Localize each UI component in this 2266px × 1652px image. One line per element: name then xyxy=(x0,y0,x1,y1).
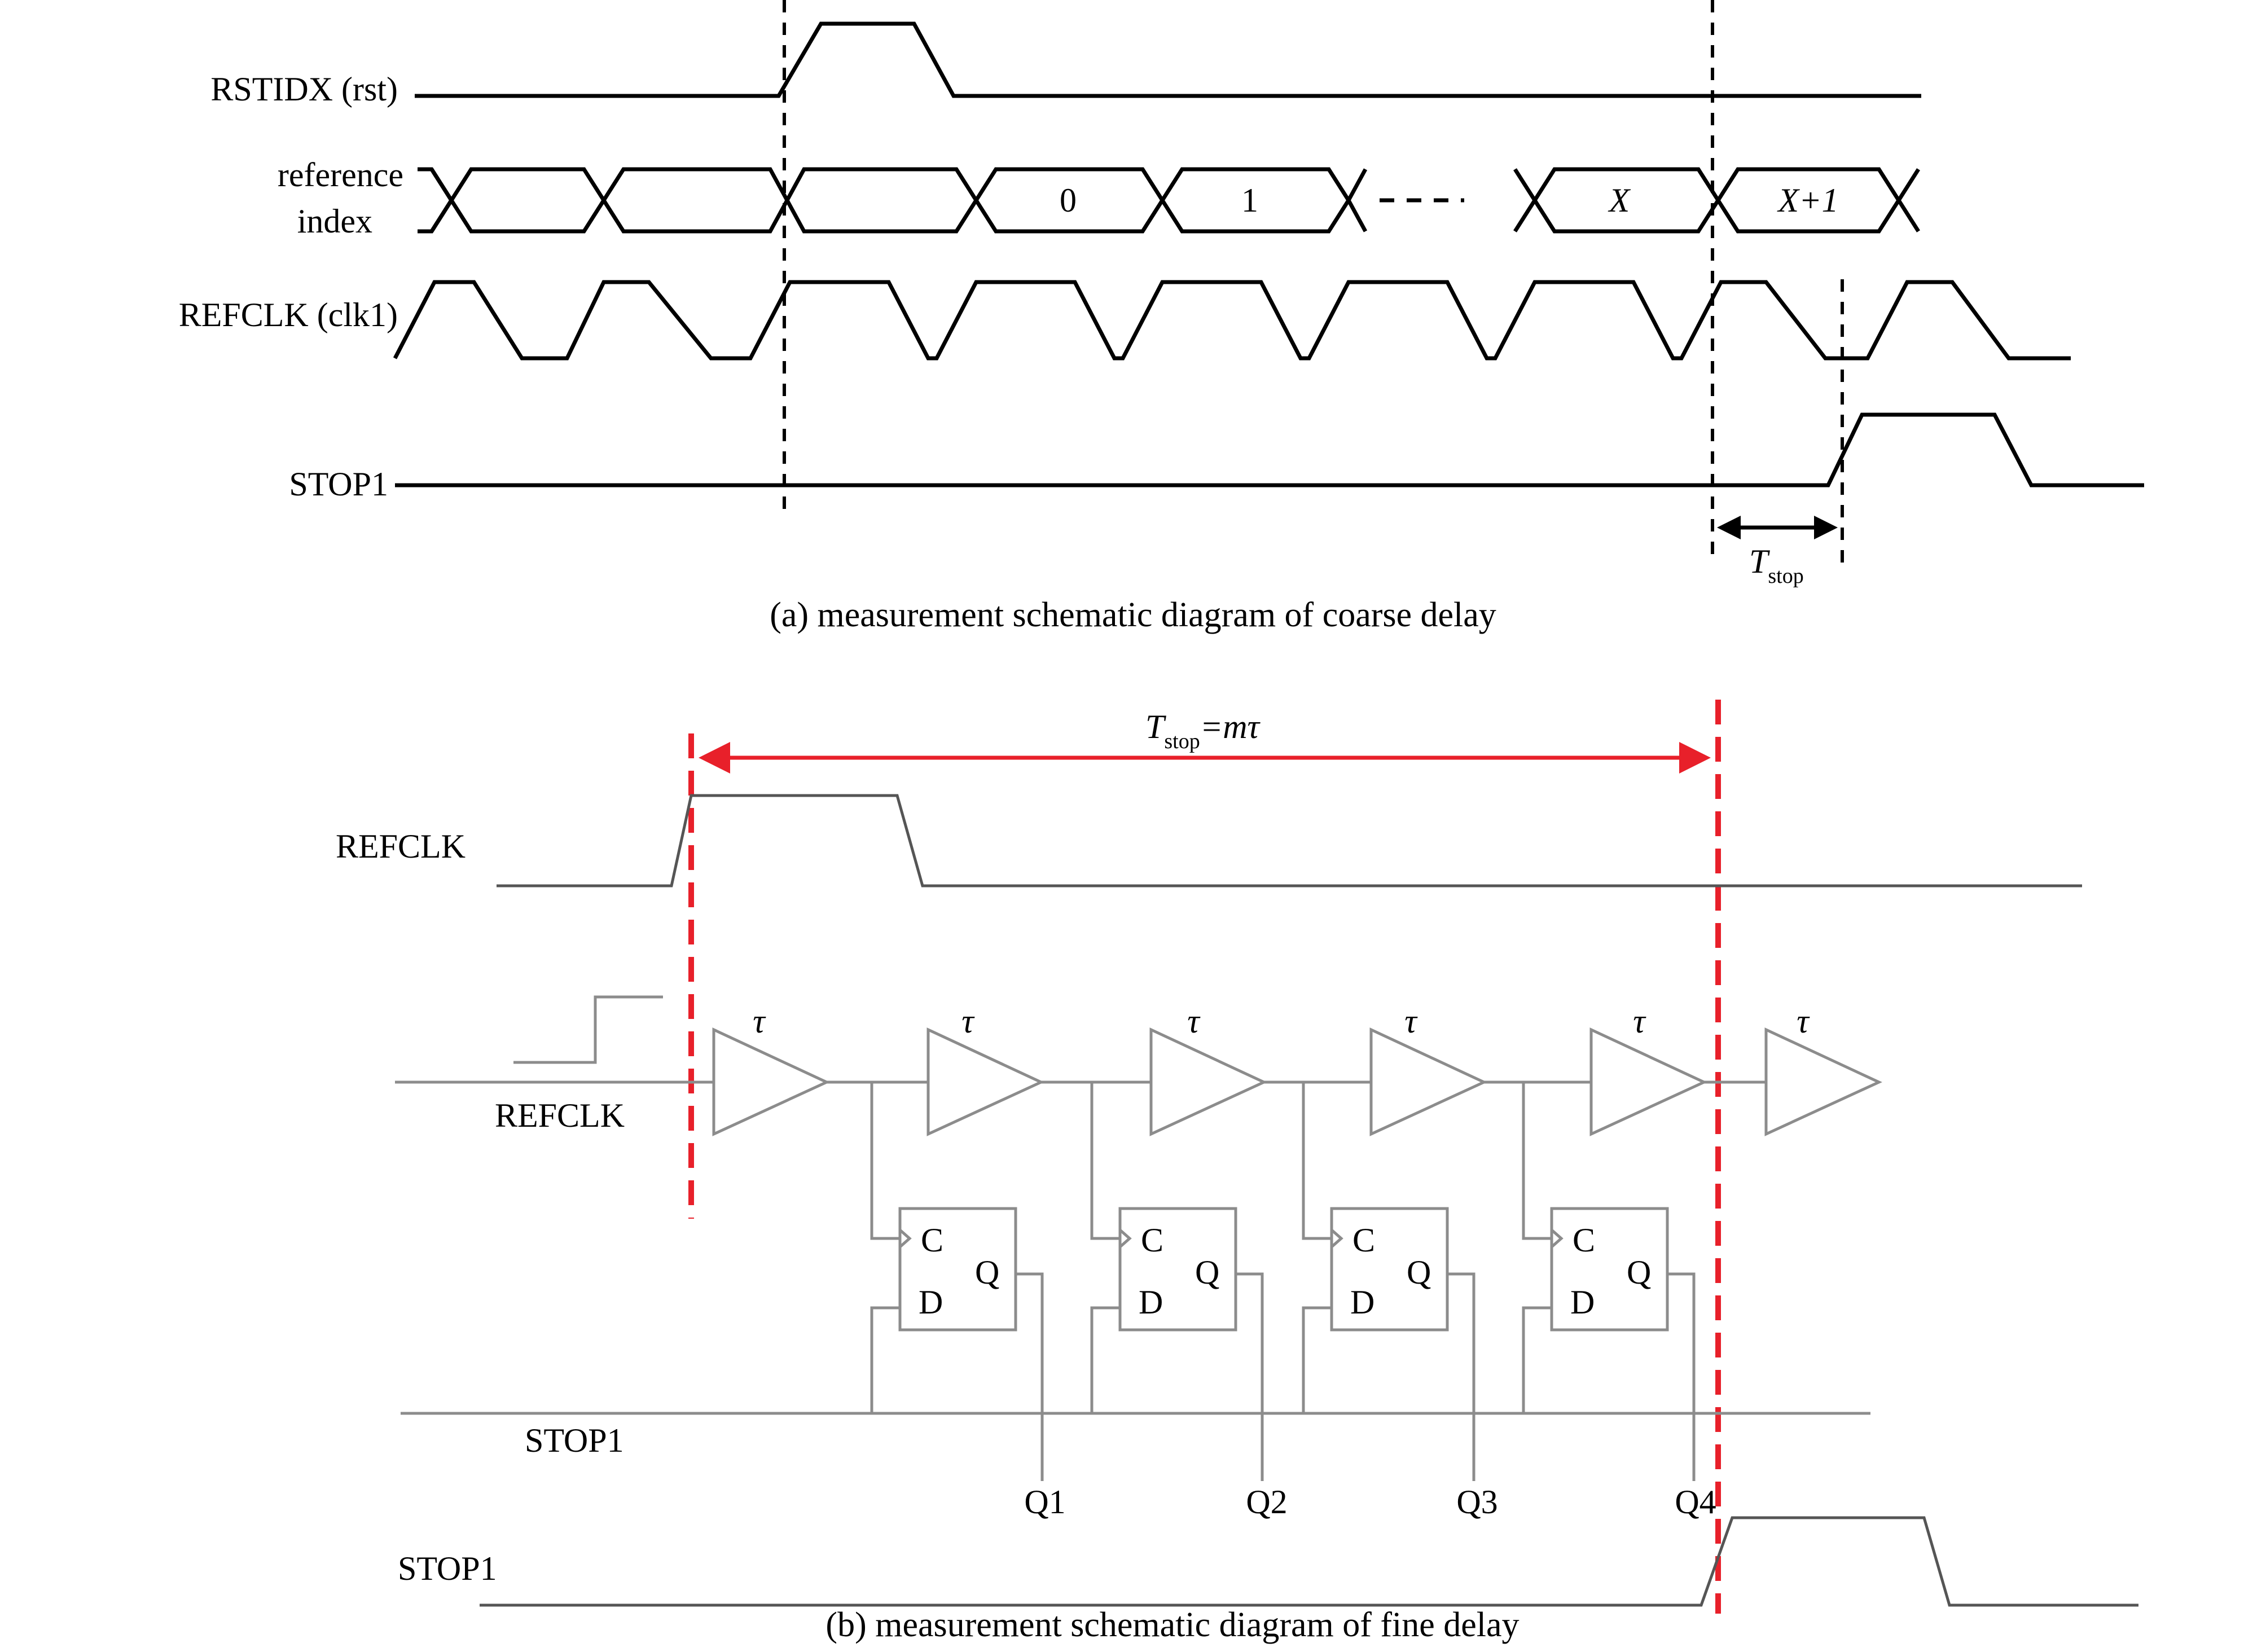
delay-chain: τ τ τ τ τ τ xyxy=(712,1003,1882,1136)
refclk-step-symbol xyxy=(513,995,663,1064)
delay-buffer-3 xyxy=(1149,1027,1267,1136)
ff2-pin-c: C xyxy=(1141,1222,1163,1259)
index-value-x-plus-1: X+1 xyxy=(1777,182,1838,219)
flip-flop-4: C D Q xyxy=(1522,1082,1696,1481)
fine-delay-diagram: Tstop=mτ REFCLK REFCLK τ τ τ τ τ τ xyxy=(336,700,2138,1644)
reference-index-bus: 0 1 X X+1 xyxy=(418,167,1920,234)
ff4-pin-d: D xyxy=(1570,1284,1595,1321)
tau-label-3: τ xyxy=(1187,1003,1201,1040)
index-value-1: 1 xyxy=(1241,182,1258,219)
ff2-pin-d: D xyxy=(1139,1284,1163,1321)
stop1-label-a: STOP1 xyxy=(289,465,388,503)
rstidx-label: RSTIDX (rst) xyxy=(210,71,398,108)
delay-buffer-4 xyxy=(1369,1027,1487,1136)
ff3-pin-d: D xyxy=(1350,1284,1374,1321)
ff1-pin-c: C xyxy=(921,1222,943,1259)
tau-label-5: τ xyxy=(1633,1003,1646,1040)
flip-flop-3: C D Q xyxy=(1302,1082,1475,1481)
coarse-delay-diagram: RSTIDX (rst) reference index REFCLK (clk… xyxy=(179,0,2144,634)
refclk-clk1-waveform xyxy=(393,280,2071,361)
index-value-0: 0 xyxy=(1060,182,1077,219)
output-q1: Q1 xyxy=(1024,1483,1065,1521)
stop1-waveform-a xyxy=(395,412,2144,487)
flip-flop-2: C D Q xyxy=(1090,1082,1264,1481)
ff3-pin-c: C xyxy=(1352,1222,1375,1259)
delay-buffer-5 xyxy=(1589,1027,1707,1136)
tau-label-6: τ xyxy=(1797,1003,1810,1040)
stop1-waveform-label: STOP1 xyxy=(398,1550,497,1587)
rstidx-waveform xyxy=(415,21,1921,98)
delay-buffer-6 xyxy=(1764,1027,1882,1136)
output-q3: Q3 xyxy=(1456,1483,1498,1521)
output-q2: Q2 xyxy=(1246,1483,1287,1521)
refclk-waveform xyxy=(497,794,2082,887)
caption-a: (a) measurement schematic diagram of coa… xyxy=(770,596,1496,634)
ff3-pin-q: Q xyxy=(1407,1254,1431,1291)
tstop-label-a: Tstop xyxy=(1749,543,1804,588)
stop1-bus-label: STOP1 xyxy=(525,1422,624,1459)
delay-buffer-2 xyxy=(926,1027,1044,1136)
tstop-equation: Tstop=mτ xyxy=(1145,708,1261,753)
ff4-pin-q: Q xyxy=(1627,1254,1651,1291)
tau-label-1: τ xyxy=(753,1003,766,1040)
refclk-waveform-label: REFCLK xyxy=(336,828,466,865)
reference-index-label-line1: reference xyxy=(278,156,403,194)
refclk-clk1-label: REFCLK (clk1) xyxy=(179,296,398,333)
delay-buffer-1 xyxy=(712,1027,830,1136)
refclk-input-label: REFCLK xyxy=(495,1097,625,1134)
output-q4: Q4 xyxy=(1675,1483,1716,1521)
ff4-pin-c: C xyxy=(1573,1222,1595,1259)
caption-b: (b) measurement schematic diagram of fin… xyxy=(825,1606,1519,1644)
index-value-x: X xyxy=(1608,182,1631,219)
ff1-pin-d: D xyxy=(919,1284,943,1321)
ff2-pin-q: Q xyxy=(1195,1254,1219,1291)
ff1-pin-q: Q xyxy=(975,1254,999,1291)
tau-label-2: τ xyxy=(961,1003,975,1040)
tau-label-4: τ xyxy=(1404,1003,1418,1040)
flip-flop-1: C D Q xyxy=(870,1082,1044,1481)
stop1-waveform-b xyxy=(480,1516,2138,1607)
reference-index-label-line2: index xyxy=(297,203,372,240)
